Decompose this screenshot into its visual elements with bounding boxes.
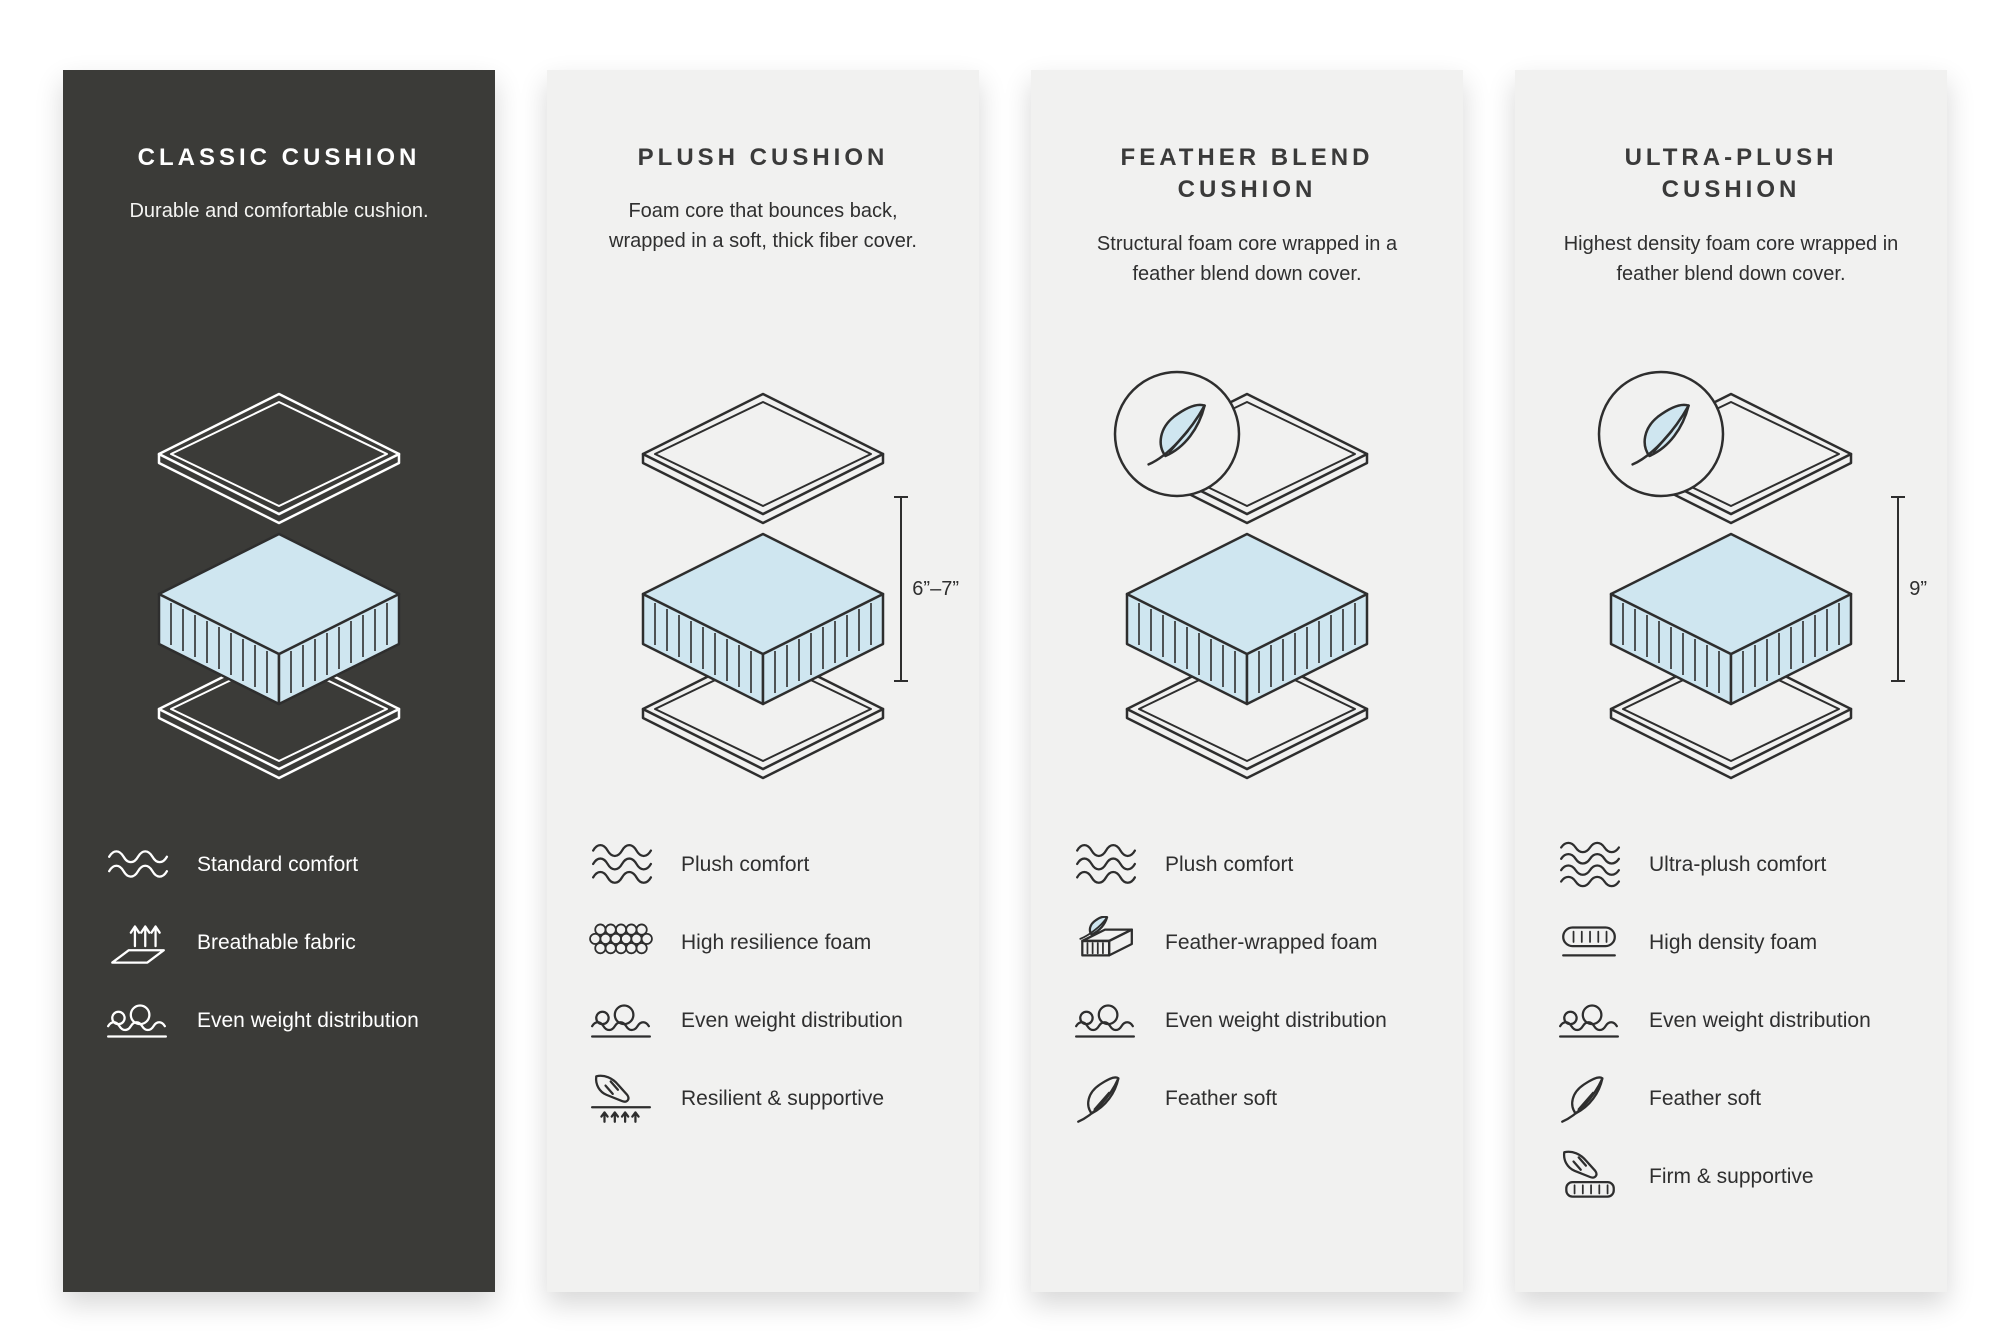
density-foam-icon bbox=[1553, 916, 1625, 970]
feature-row: Plush comfort bbox=[1069, 834, 1425, 896]
feature-list: Plush comfort Feather-wrapped foam bbox=[1067, 824, 1427, 1146]
cushion-layers-diagram: 9” bbox=[1551, 324, 1927, 824]
feather-badge-icon bbox=[1113, 370, 1241, 498]
feature-list: Plush comfort High resilience foam bbox=[583, 824, 943, 1146]
feather-icon bbox=[1069, 1072, 1141, 1126]
breathable-fabric-icon bbox=[101, 916, 173, 970]
cushion-comparison-board: CLASSIC CUSHION Durable and comfortable … bbox=[63, 70, 1947, 1292]
feature-label: Feather-wrapped foam bbox=[1165, 931, 1378, 955]
feature-label: Even weight distribution bbox=[681, 1009, 903, 1033]
press-block-icon bbox=[1553, 1150, 1625, 1204]
panel-description: Foam core that bounces back, wrapped in … bbox=[609, 200, 917, 253]
height-marker-line bbox=[894, 496, 909, 682]
weight-distribution-icon bbox=[1069, 994, 1141, 1048]
feature-label: Breathable fabric bbox=[197, 931, 356, 955]
feature-row: Even weight distribution bbox=[101, 990, 457, 1052]
panel-feather-blend-cushion: FEATHER BLEND CUSHION Structural foam co… bbox=[1031, 70, 1463, 1292]
feature-label: Resilient & supportive bbox=[681, 1087, 885, 1111]
panel-header: CLASSIC CUSHION Durable and comfortable … bbox=[99, 128, 459, 324]
feather-icon bbox=[1553, 1072, 1625, 1126]
cushion-layers-diagram bbox=[99, 324, 459, 824]
feature-label: Feather soft bbox=[1165, 1087, 1278, 1111]
feature-row: Feather-wrapped foam bbox=[1069, 912, 1425, 974]
height-label: 6”–7” bbox=[912, 577, 959, 600]
waves-icon bbox=[585, 838, 657, 892]
weight-distribution-icon bbox=[1553, 994, 1625, 1048]
feature-row: Standard comfort bbox=[101, 834, 457, 896]
resilience-foam-icon bbox=[585, 916, 657, 970]
feature-label: Firm & supportive bbox=[1649, 1165, 1814, 1189]
feature-label: Feather soft bbox=[1649, 1087, 1762, 1111]
panel-description: Highest density foam core wrapped in fea… bbox=[1563, 232, 1899, 285]
feature-label: Plush comfort bbox=[1165, 853, 1294, 877]
press-hand-icon bbox=[585, 1072, 657, 1126]
panel-header: FEATHER BLEND CUSHION Structural foam co… bbox=[1067, 128, 1427, 324]
feature-row: Feather soft bbox=[1069, 1068, 1425, 1130]
cushion-layers-diagram bbox=[1067, 324, 1427, 824]
cushion-exploded-view-icon bbox=[641, 392, 885, 780]
feature-label: Even weight distribution bbox=[1165, 1009, 1387, 1033]
feature-row: Resilient & supportive bbox=[585, 1068, 941, 1130]
weight-distribution-icon bbox=[585, 994, 657, 1048]
feature-row: Ultra-plush comfort bbox=[1553, 834, 1909, 896]
cushion-layers-diagram: 6”–7” bbox=[583, 324, 959, 824]
feature-row: Plush comfort bbox=[585, 834, 941, 896]
feature-row: Even weight distribution bbox=[1069, 990, 1425, 1052]
feature-list: Ultra-plush comfort High density foam bbox=[1551, 824, 1911, 1224]
feature-row: High resilience foam bbox=[585, 912, 941, 974]
feature-label: Even weight distribution bbox=[1649, 1009, 1871, 1033]
feature-label: High density foam bbox=[1649, 931, 1818, 955]
panel-plush-cushion: PLUSH CUSHION Foam core that bounces bac… bbox=[547, 70, 979, 1292]
feather-foam-icon bbox=[1069, 916, 1141, 970]
panel-title: ULTRA-PLUSH CUSHION bbox=[1624, 144, 1838, 204]
panel-header: PLUSH CUSHION Foam core that bounces bac… bbox=[583, 128, 943, 324]
waves-icon bbox=[1553, 838, 1625, 892]
feature-label: Plush comfort bbox=[681, 853, 810, 877]
cushion-exploded-view-icon bbox=[1113, 370, 1369, 780]
waves-icon bbox=[1069, 838, 1141, 892]
panel-ultra-plush-cushion: ULTRA-PLUSH CUSHION Highest density foam… bbox=[1515, 70, 1947, 1292]
height-marker-line bbox=[1891, 496, 1906, 682]
cushion-exploded-view-icon bbox=[1597, 370, 1853, 780]
panel-title: CLASSIC CUSHION bbox=[137, 144, 421, 171]
height-label: 9” bbox=[1909, 577, 1927, 600]
panel-description: Structural foam core wrapped in a feathe… bbox=[1096, 232, 1398, 285]
weight-distribution-icon bbox=[101, 994, 173, 1048]
feather-badge-icon bbox=[1597, 370, 1725, 498]
feature-row: Even weight distribution bbox=[1553, 990, 1909, 1052]
panel-description: Durable and comfortable cushion. bbox=[129, 200, 429, 223]
feature-row: Firm & supportive bbox=[1553, 1146, 1909, 1208]
feature-list: Standard comfort Breathable fabric bbox=[99, 824, 459, 1068]
cushion-exploded-view-icon bbox=[157, 392, 401, 780]
height-marker: 9” bbox=[1891, 496, 1927, 682]
panel-header: ULTRA-PLUSH CUSHION Highest density foam… bbox=[1551, 128, 1911, 324]
feature-row: Feather soft bbox=[1553, 1068, 1909, 1130]
panel-title: FEATHER BLEND CUSHION bbox=[1120, 144, 1374, 204]
feature-row: Breathable fabric bbox=[101, 912, 457, 974]
feature-label: Standard comfort bbox=[197, 853, 359, 877]
feature-row: Even weight distribution bbox=[585, 990, 941, 1052]
panel-title: PLUSH CUSHION bbox=[637, 144, 889, 171]
feature-label: Even weight distribution bbox=[197, 1009, 419, 1033]
feature-label: Ultra-plush comfort bbox=[1649, 853, 1827, 877]
height-marker: 6”–7” bbox=[894, 496, 959, 682]
waves-icon bbox=[101, 838, 173, 892]
panel-classic-cushion: CLASSIC CUSHION Durable and comfortable … bbox=[63, 70, 495, 1292]
feature-row: High density foam bbox=[1553, 912, 1909, 974]
feature-label: High resilience foam bbox=[681, 931, 872, 955]
